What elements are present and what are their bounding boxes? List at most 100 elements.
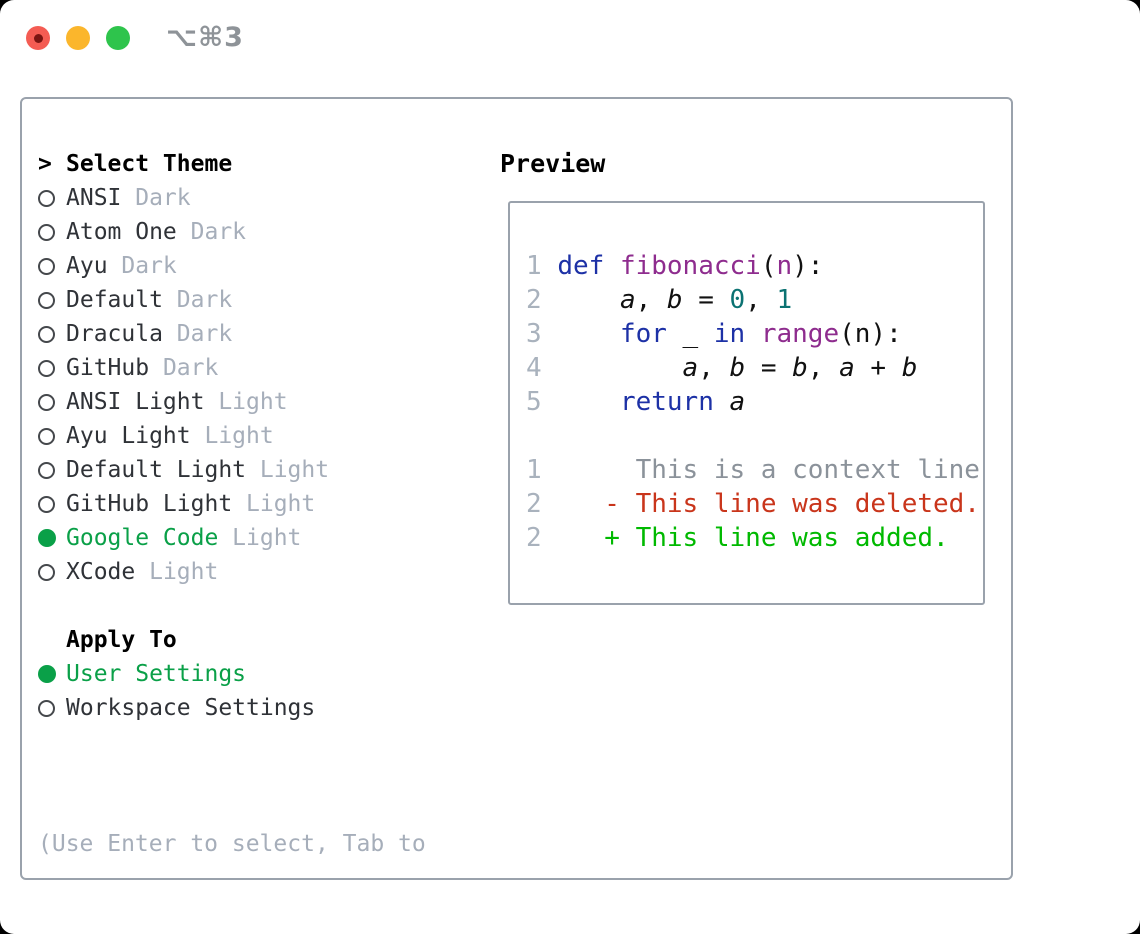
radio-icon [38, 291, 66, 309]
code-token-pl: , [635, 285, 667, 315]
theme-option[interactable]: GitHub Dark [38, 351, 426, 385]
code-token-pl: , [698, 353, 730, 383]
code-token-vr: a [729, 387, 746, 417]
bullet-icon [38, 325, 55, 343]
code-token-vr: b [666, 285, 683, 315]
code-token-kw: def [557, 251, 605, 281]
help-line-2: change focus) [38, 929, 426, 934]
code-line: 4 a, b = b, a + b [526, 351, 983, 385]
code-token-vr: a [839, 353, 855, 383]
code-token-kw: return [619, 387, 714, 417]
option-label: Atom One [66, 219, 177, 245]
variant-tag: Dark [190, 219, 247, 245]
bullet-icon [38, 699, 55, 717]
code-token-pl [714, 387, 730, 417]
option-label: User Settings [66, 661, 247, 687]
bullet-icon [38, 359, 55, 377]
variant-tag: Dark [135, 185, 191, 211]
code-token-pl: = [682, 285, 730, 315]
bullet-icon [38, 257, 55, 275]
code-token-fn: n [776, 251, 793, 281]
code-line: 2 + This line was added. [526, 521, 983, 555]
close-button[interactable] [26, 26, 50, 50]
radio-icon [38, 699, 66, 717]
minimize-button[interactable] [66, 26, 90, 50]
option-label: Default [66, 287, 163, 313]
option-label: Default Light [66, 457, 247, 483]
theme-option[interactable]: Dracula Dark [38, 317, 426, 351]
code-token-ctx: This is a context line. [635, 455, 985, 485]
zoom-button[interactable] [106, 26, 130, 50]
code-token-kw: in [713, 319, 746, 349]
code-line: 1 This is a context line. [526, 453, 983, 487]
code-token-pl: ): [792, 251, 824, 281]
code-token-ln: 4 [526, 353, 558, 383]
option-label: Workspace Settings [66, 695, 316, 721]
variant-tag: Dark [176, 321, 233, 347]
gap [38, 589, 426, 623]
code-token-pl: _ [666, 319, 714, 349]
option-label: Dracula [66, 321, 163, 347]
theme-option[interactable]: ANSI Light Light [38, 385, 426, 419]
bullet-icon [38, 291, 55, 309]
variant-tag: Dark [162, 355, 219, 381]
code-line: 2 a, b = 0, 1 [526, 283, 983, 317]
variant-tag: Light [259, 457, 330, 483]
code-token-pl [557, 285, 620, 315]
help-line-1: (Use Enter to select, Tab to [38, 831, 426, 857]
bullet-icon [38, 529, 56, 547]
bullet-icon [38, 495, 55, 513]
code-token-ln: 2 [526, 523, 542, 553]
cursor-marker: > [38, 147, 66, 181]
code-token-add: + This line was added. [604, 523, 949, 553]
code-token-pl: , [745, 285, 777, 315]
option-label: ANSI Light [66, 389, 205, 415]
bullet-icon [38, 223, 55, 241]
bullet-icon [38, 461, 55, 479]
radio-icon [38, 461, 66, 479]
code-token-pl: = [745, 353, 793, 383]
theme-option[interactable]: Default Light Light [38, 453, 426, 487]
theme-option[interactable]: GitHub Light Light [38, 487, 426, 521]
code-token-fn: range [760, 319, 840, 349]
apply-to-option[interactable]: Workspace Settings [38, 691, 426, 725]
option-label: Ayu [66, 253, 108, 279]
variant-tag: Light [149, 559, 219, 585]
code-token-vr: a [682, 353, 699, 383]
select-theme-header: > Select Theme [38, 147, 426, 181]
close-dot-icon [33, 33, 43, 43]
variant-tag: Light [218, 389, 288, 415]
code-token-pl [745, 319, 761, 349]
code-token-vr: b [792, 353, 808, 383]
bullet-icon [38, 665, 56, 683]
code-line: 5 return a [526, 385, 983, 419]
theme-option[interactable]: Atom One Dark [38, 215, 426, 249]
option-label: GitHub Light [66, 491, 233, 517]
code-token-ln: 1 [526, 455, 542, 485]
apply-to-option[interactable]: User Settings [38, 657, 426, 691]
preview-title: Preview [500, 149, 606, 178]
code-token-ln: 5 [526, 387, 558, 417]
variant-tag: Light [246, 491, 316, 517]
bullet-icon [38, 393, 55, 411]
radio-icon [38, 495, 66, 513]
bullet-icon [38, 427, 55, 445]
code-token-pl [542, 489, 605, 519]
radio-icon [38, 393, 66, 411]
bullet-icon [38, 189, 55, 207]
code-line: 2 - This line was deleted. [526, 487, 983, 521]
radio-selected-icon [38, 665, 66, 683]
code-token-pl: , [807, 353, 840, 383]
code-token-vr: a [619, 285, 636, 315]
radio-icon [38, 359, 66, 377]
option-label: GitHub [66, 355, 150, 381]
